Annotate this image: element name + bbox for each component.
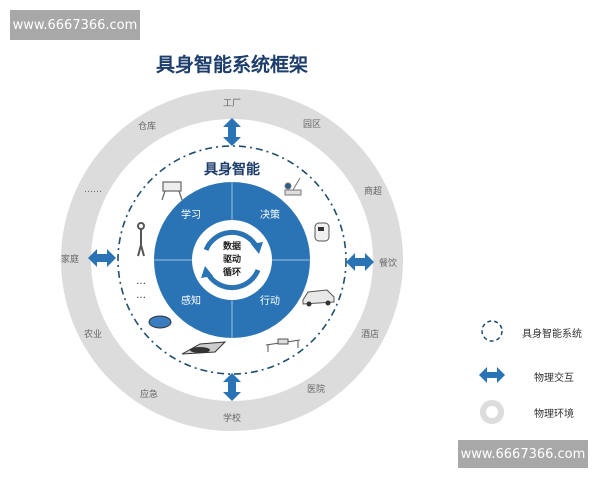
env-home: 家庭 [61,253,79,265]
robot-arm-image [284,177,302,196]
env-more: …… [84,185,102,195]
environment-ring [61,89,403,431]
service-robot-image [314,222,330,242]
system-boundary-dashed [117,145,347,375]
legend-double-arrow-icon [479,367,505,383]
legend-label-environment: 物理环境 [534,409,574,420]
core-line-2: 驱动 [223,254,241,265]
double-arrow-icon [88,249,116,267]
robot-vacuum-image [148,315,172,329]
cycle-arrow-icon [203,229,259,252]
core-line-1: 数据 [223,240,241,252]
quadrant-decide: 决策 [260,208,280,221]
inner-title: 具身智能 [203,161,260,178]
env-school: 学校 [223,412,241,424]
env-park: 园区 [303,119,321,130]
legend-dashed-circle-icon [481,320,503,342]
legend-gray-ring-icon [480,400,504,424]
drone-image [265,338,301,352]
env-hospital: 医院 [307,383,325,395]
env-hotel: 酒店 [361,328,379,340]
quadrant-perceive: 感知 [181,294,201,307]
env-warehouse: 仓库 [138,120,156,132]
quadrant-act: 行动 [260,294,280,307]
legend-label-system: 具身智能系统 [522,329,582,340]
watermark-top: www.6667366.com [10,10,140,40]
env-agriculture: 农业 [84,328,102,340]
ellipsis: … [136,290,146,301]
cycle-arrow-icon [205,268,261,291]
double-arrow-icon [223,373,241,401]
humanoid-robot-image [137,222,145,257]
double-arrow-icon [223,118,241,146]
autonomous-car-image [302,289,335,307]
env-factory: 工厂 [223,98,241,109]
legend-label-interaction: 物理交互 [534,373,574,384]
double-arrow-icon [346,253,374,271]
robot-dog-image [161,181,183,201]
env-supermarket: 商超 [364,185,382,197]
page-title: 具身智能系统框架 [155,54,308,76]
env-catering: 餐饮 [379,257,397,269]
watermark-bottom: www.6667366.com [458,440,588,468]
env-emergency: 应急 [140,388,158,400]
quadrant-learn: 学习 [181,208,201,221]
core-line-3: 循环 [223,266,241,278]
ellipsis: … [136,276,146,287]
agri-drone-image [181,341,227,355]
